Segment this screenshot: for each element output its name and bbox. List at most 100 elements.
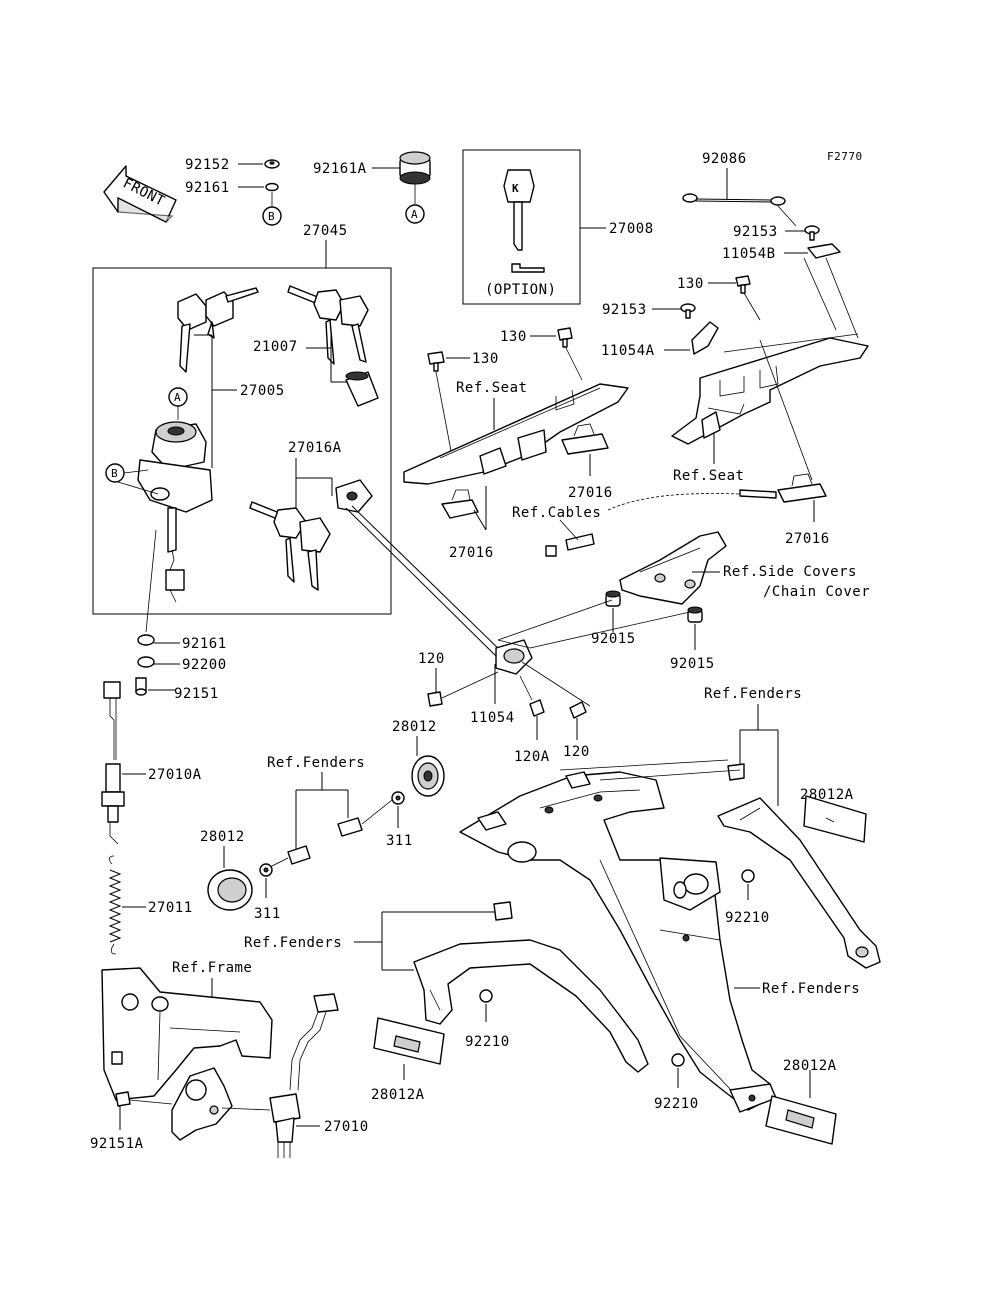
collar-92015-a — [605, 590, 621, 607]
label-27016A: 27016A — [288, 440, 342, 456]
label-130-a: 130 — [500, 329, 527, 345]
side-cover-bracket — [619, 531, 727, 605]
bolt-120-a — [427, 691, 443, 707]
label-92086: 92086 — [702, 151, 747, 167]
key-set-27016A — [249, 501, 331, 591]
label-ref-fenders-left: Ref.Fenders — [244, 935, 342, 951]
label-ref-fenders-right: Ref.Fenders — [762, 981, 860, 997]
screw-120A — [529, 699, 545, 717]
label-28012-left: 28012 — [200, 829, 245, 845]
label-120-b: 120 — [563, 744, 590, 760]
reflector-28012A-right — [803, 795, 867, 843]
label-92151A: 92151A — [90, 1136, 144, 1152]
washer-92152 — [264, 159, 280, 169]
switch-mount-bracket — [171, 1067, 233, 1141]
kit-27045-box — [92, 267, 392, 615]
label-92161-top: 92161 — [185, 180, 230, 196]
label-92151: 92151 — [174, 686, 219, 702]
label-11054A: 11054A — [601, 343, 655, 359]
label-27016-a: 27016 — [449, 545, 494, 561]
label-27008: 27008 — [609, 221, 654, 237]
grommet-right — [727, 763, 745, 781]
clip-27016-a — [441, 489, 479, 519]
label-130-right: 130 — [677, 276, 704, 292]
label-ref-cables: Ref.Cables — [512, 505, 601, 521]
label-27011: 27011 — [148, 900, 193, 916]
key-set-27005 — [177, 287, 259, 373]
bracket-11054B — [807, 243, 841, 259]
label-28012A-bottom: 28012A — [783, 1058, 837, 1074]
spring-27011 — [108, 855, 122, 955]
callout-b-top-text: B — [268, 210, 275, 223]
key-27008: K — [503, 169, 545, 273]
label-27045: 27045 — [303, 223, 348, 239]
label-28012A-left: 28012A — [371, 1087, 425, 1103]
callout-a-top — [405, 204, 425, 224]
bolt-130-right — [735, 275, 751, 294]
nut-311-a — [259, 863, 273, 877]
bolt-130-b — [427, 351, 445, 372]
cable-fitting — [565, 533, 595, 551]
label-27010A: 27010A — [148, 767, 202, 783]
bolt-92151A — [115, 1091, 131, 1107]
front-arrow-icon: FRONT — [103, 165, 177, 223]
label-27005: 27005 — [240, 383, 285, 399]
screw-92153-right — [804, 225, 820, 241]
label-option: (OPTION) — [485, 282, 556, 298]
label-28012-top: 28012 — [392, 719, 437, 735]
washer-92200 — [137, 656, 155, 668]
label-92210-c: 92210 — [654, 1096, 699, 1112]
ignition-switch-27005 — [137, 421, 213, 603]
reflector-28012-left — [207, 869, 253, 911]
label-11054: 11054 — [470, 710, 515, 726]
label-ref-fenders-mid: Ref.Fenders — [267, 755, 365, 771]
key-set-21007 — [287, 285, 379, 407]
seat-lock-cable — [335, 479, 533, 675]
callout-b-top — [262, 206, 282, 226]
label-27016-c: 27016 — [785, 531, 830, 547]
seat-bracket-left — [403, 383, 629, 485]
callout-a-top-text: A — [411, 208, 418, 221]
nut-92210-a — [741, 869, 755, 883]
label-chain-cover: /Chain Cover — [763, 584, 870, 600]
label-311-a: 311 — [254, 906, 281, 922]
nut-311-b — [391, 791, 405, 805]
clip-27016-b — [561, 423, 609, 455]
label-27010: 27010 — [324, 1119, 369, 1135]
label-ref-seat-right: Ref.Seat — [673, 468, 744, 484]
label-ref-frame: Ref.Frame — [172, 960, 252, 976]
label-11054B: 11054B — [722, 246, 776, 262]
screw-92151 — [135, 677, 147, 696]
callout-a-switch-text: A — [174, 391, 181, 404]
stud-reflector-top — [337, 817, 363, 837]
stay-left — [413, 939, 649, 1073]
label-130-b: 130 — [472, 351, 499, 367]
label-ref-fenders-top: Ref.Fenders — [704, 686, 802, 702]
bracket-11054A — [691, 321, 719, 355]
washer-92161-top — [265, 182, 279, 192]
figure-code: F2770 — [827, 150, 863, 163]
bolt-130-a — [557, 327, 573, 348]
label-92153-right: 92153 — [733, 224, 778, 240]
switch-27010 — [269, 993, 339, 1158]
label-311-b: 311 — [386, 833, 413, 849]
clip-27016-c — [777, 473, 827, 503]
stud-reflector-left — [287, 845, 311, 865]
cable-end — [545, 545, 557, 557]
label-92200: 92200 — [182, 657, 227, 673]
label-120A: 120A — [514, 749, 550, 765]
wire-92086 — [682, 193, 786, 206]
callout-b-switch-text: B — [111, 467, 118, 480]
label-ref-side-covers: Ref.Side Covers — [723, 564, 857, 580]
bolt-120-b — [569, 701, 587, 719]
grommet-left — [493, 901, 513, 921]
rear-fender-bracket — [459, 771, 777, 1113]
label-92015-b: 92015 — [670, 656, 715, 672]
washer-92161-low — [137, 634, 155, 646]
screw-92153-mid — [680, 303, 696, 319]
label-27016-b: 27016 — [568, 485, 613, 501]
label-92153-mid: 92153 — [602, 302, 647, 318]
reflector-28012A-left — [373, 1017, 445, 1065]
reflector-28012A-bottom — [765, 1095, 837, 1145]
